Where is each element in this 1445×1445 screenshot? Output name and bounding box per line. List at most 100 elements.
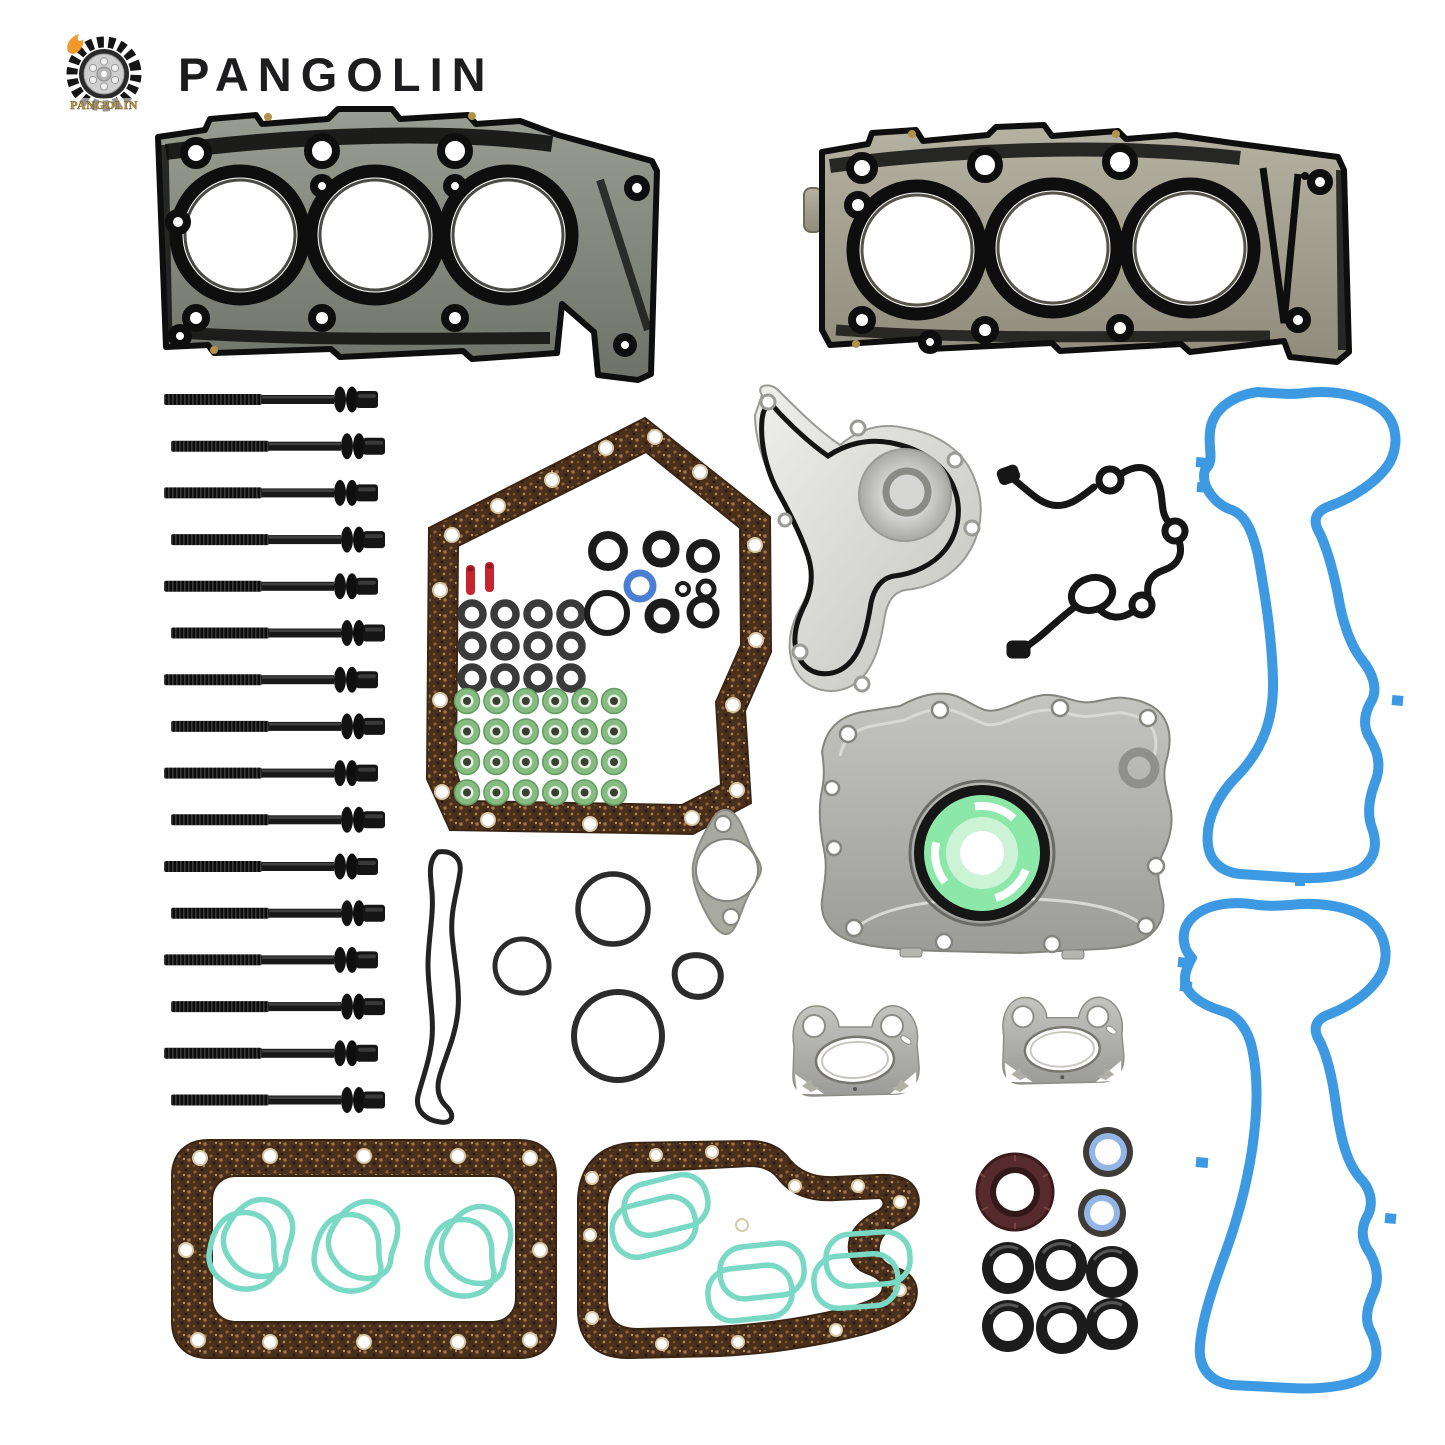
head-bolt	[171, 1087, 385, 1113]
injector-oring	[457, 599, 487, 629]
valve-stem-seal	[512, 779, 540, 806]
valve-stem-seal	[571, 718, 598, 745]
valve-stem-seal	[483, 687, 510, 715]
valve-stem-seal	[483, 718, 510, 745]
injector-oring	[490, 663, 520, 693]
cam-seal-blue	[1078, 1189, 1126, 1237]
valve-stem-seal	[541, 779, 569, 806]
front-crank-seal-maroon	[975, 1152, 1055, 1232]
coolant-holes	[844, 144, 1333, 354]
shaft-seals-black	[982, 1239, 1138, 1354]
bolt-holes	[432, 429, 764, 832]
valve-stem-seal	[600, 779, 628, 806]
valve-stem-seals-green	[453, 687, 628, 806]
bolt-holes	[583, 1145, 907, 1351]
valve-stem-seal	[453, 687, 481, 715]
valve-stem-seal	[483, 779, 510, 806]
injector-oring	[556, 599, 586, 629]
alignment-pins-red	[466, 562, 494, 595]
exhaust-gasket-left	[791, 1004, 921, 1098]
injector-oring	[523, 631, 553, 661]
head-bolt	[171, 620, 385, 646]
head-gasket-left	[155, 106, 660, 383]
head-bolt	[171, 900, 385, 927]
pump-bolt-holes	[759, 393, 981, 693]
valve-stem-seal	[541, 718, 569, 745]
rear-main-seal-green	[908, 779, 1056, 927]
head-bolt	[164, 1040, 378, 1067]
shaft-seal-black	[982, 1242, 1034, 1294]
cylinder-bores	[169, 164, 579, 306]
valve-stem-seal	[453, 748, 481, 776]
shaft-seal-black	[1035, 1239, 1087, 1291]
head-bolt	[171, 993, 385, 1020]
injector-oring	[556, 631, 586, 661]
head-bolt	[171, 433, 385, 460]
head-bolt	[164, 853, 378, 880]
valve-cover-gasket-top	[1195, 387, 1404, 886]
shaft-seal-black	[1036, 1302, 1088, 1354]
brand-header: PANGOLIN PANGOLIN	[56, 30, 495, 118]
valve-stem-seal	[512, 748, 540, 776]
shaft-seal-black	[1086, 1298, 1138, 1350]
water-pump-gasket-line	[759, 402, 961, 677]
coolant-holes	[165, 133, 650, 357]
injector-oring	[523, 599, 553, 629]
head-bolt	[164, 386, 378, 413]
injector-oring	[523, 663, 553, 693]
oil-pan-cork-gasket	[171, 1139, 557, 1359]
injector-oring	[490, 599, 520, 629]
housing-bolt-holes	[823, 698, 1166, 954]
alignment-pin	[485, 562, 494, 592]
injector-oring	[490, 631, 520, 661]
valve-stem-seal	[453, 718, 481, 745]
valve-cover-gasket-bottom	[1177, 898, 1397, 1394]
head-bolt	[164, 760, 378, 787]
valve-stem-seal	[453, 779, 481, 806]
head-bolts	[164, 386, 385, 1113]
injector-orings-gray	[457, 599, 586, 693]
cam-seals-blue	[1078, 1127, 1133, 1237]
head-gasket-right	[803, 122, 1352, 365]
intake-port-gaskets-round	[205, 1192, 517, 1300]
head-bolt	[171, 806, 385, 833]
valve-stem-seal	[541, 748, 569, 776]
valve-stem-seal	[483, 748, 510, 776]
assorted-orings	[492, 871, 724, 1083]
boss-ring	[1118, 747, 1160, 789]
bolt-holes	[178, 1148, 548, 1350]
valve-stem-seal	[512, 687, 540, 715]
cam-seal-blue	[1083, 1127, 1133, 1177]
injector-oring	[556, 663, 586, 693]
brand-logo-icon: PANGOLIN	[62, 34, 146, 112]
exhaust-gasket-right	[1001, 996, 1126, 1086]
head-bolt	[164, 946, 378, 973]
lower-pan-cork-gasket	[577, 1139, 920, 1360]
valve-stem-seal	[600, 718, 628, 745]
cylinder-bores	[846, 177, 1261, 321]
valve-stem-seal	[541, 687, 569, 715]
oil-cooler-loop-gasket	[414, 849, 463, 1125]
exhaust-manifold-gaskets	[791, 996, 1126, 1098]
valve-stem-seal	[571, 748, 598, 776]
logo-caption: PANGOLIN	[70, 98, 138, 112]
alignment-pin	[466, 565, 475, 595]
head-bolt	[164, 479, 378, 506]
shaft-seal-black	[1086, 1246, 1138, 1298]
oring-cluster	[584, 530, 720, 636]
timing-cover-gasket-black	[996, 464, 1189, 659]
flame-icon	[67, 34, 84, 54]
valve-stem-seal	[512, 718, 540, 745]
valve-stem-seal	[600, 748, 628, 776]
thermostat-gasket	[691, 808, 763, 935]
water-pump-with-gasket	[753, 384, 982, 693]
valve-stem-seal	[600, 687, 628, 715]
brand-wordmark: PANGOLIN	[178, 47, 495, 101]
valve-stem-seal	[571, 779, 598, 806]
head-bolt	[164, 573, 378, 600]
head-bolt	[164, 666, 378, 693]
rear-main-seal-housing	[818, 692, 1173, 960]
wheel-icon	[88, 57, 120, 91]
